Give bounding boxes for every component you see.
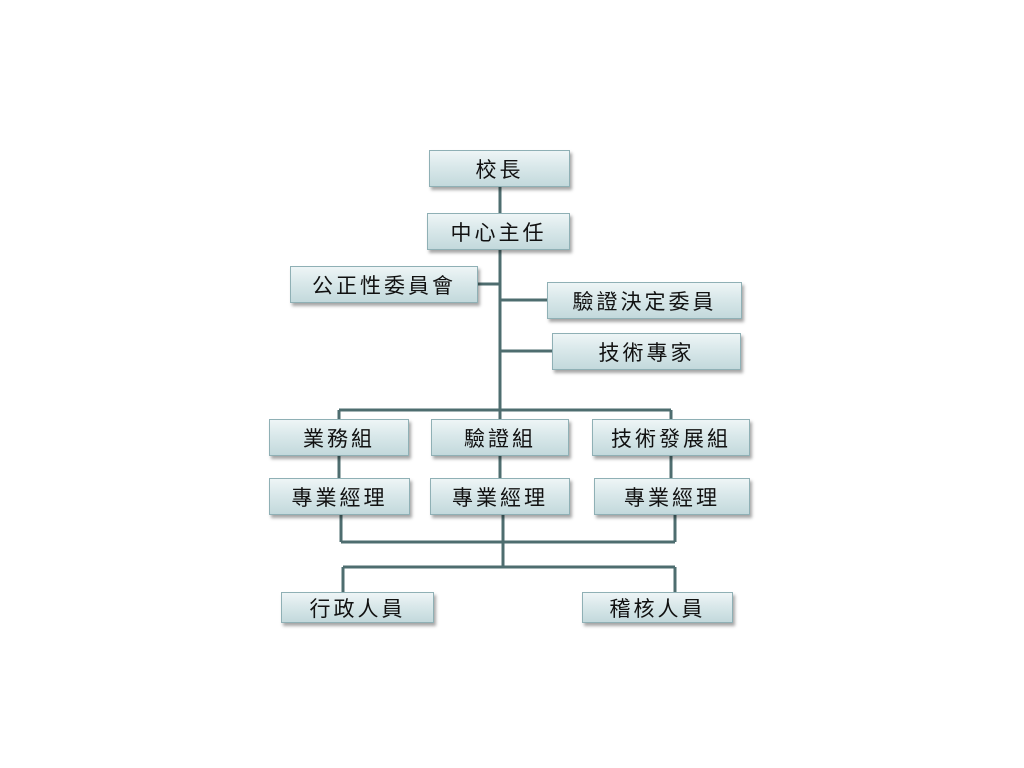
manager-business-box: 專業經理 (269, 478, 410, 515)
admin-staff-label: 行政人員 (309, 596, 406, 621)
manager-tech-development-label: 專業經理 (624, 485, 720, 510)
group-tech-development-label: 技術發展組 (611, 426, 731, 451)
audit-staff-label: 稽核人員 (609, 596, 706, 621)
principal-box: 校長 (429, 150, 570, 187)
manager-verification-box: 專業經理 (430, 478, 570, 515)
impartiality-committee-box: 公正性委員會 (290, 266, 478, 303)
center-director-label: 中心主任 (450, 220, 547, 245)
audit-staff-box: 稽核人員 (582, 592, 733, 623)
impartiality-committee-label: 公正性委員會 (312, 273, 456, 298)
verification-decision-committee-label: 驗證決定委員 (572, 289, 717, 314)
manager-verification-label: 專業經理 (452, 485, 548, 510)
group-verification-box: 驗證組 (431, 419, 569, 456)
manager-tech-development-box: 專業經理 (594, 478, 750, 515)
technical-experts-label: 技術專家 (598, 340, 695, 365)
group-tech-development-box: 技術發展組 (592, 419, 750, 456)
manager-business-label: 專業經理 (291, 485, 388, 510)
technical-experts-box: 技術專家 (552, 333, 741, 370)
group-business-box: 業務組 (269, 419, 409, 456)
center-director-box: 中心主任 (427, 213, 570, 250)
verification-decision-committee-box: 驗證決定委員 (547, 282, 742, 319)
group-business-label: 業務組 (303, 426, 375, 451)
group-verification-label: 驗證組 (464, 426, 536, 451)
admin-staff-box: 行政人員 (281, 592, 434, 623)
principal-label: 校長 (475, 157, 524, 182)
